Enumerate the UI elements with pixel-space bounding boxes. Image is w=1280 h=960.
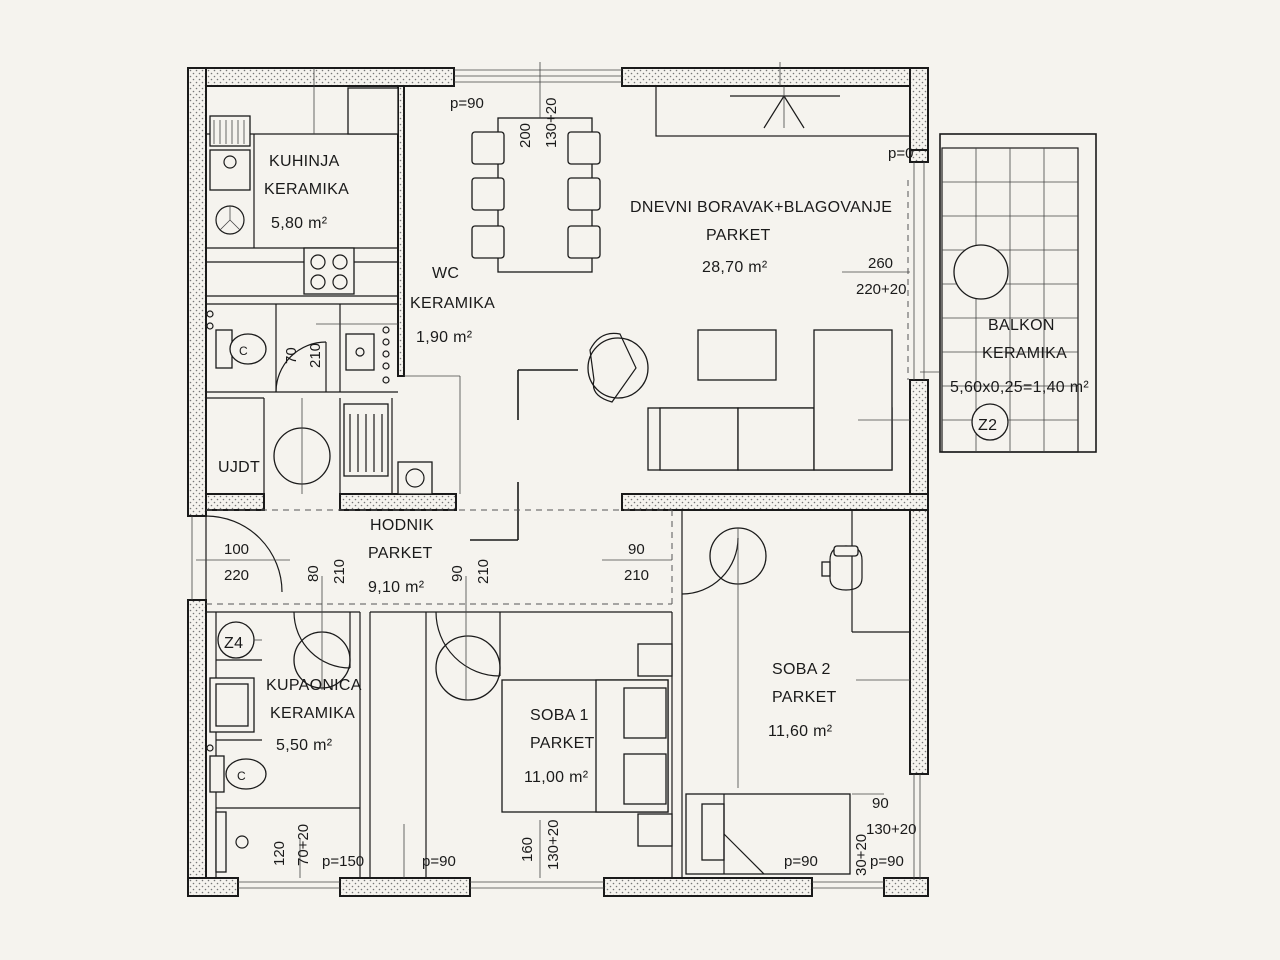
dim-p150: p=150 bbox=[322, 853, 364, 870]
z2-label: Z2 bbox=[978, 417, 997, 434]
dim-entry-b: 220 bbox=[224, 567, 249, 584]
dim-p90-hall: p=90 bbox=[422, 853, 456, 870]
hodnik-floor: PARKET bbox=[368, 545, 433, 562]
ujdt-label: UJDT bbox=[218, 459, 260, 476]
z4-label: Z4 bbox=[224, 635, 243, 652]
balkon-area: 5,60x0,25=1,40 m² bbox=[950, 379, 1089, 396]
kitchen-fixtures bbox=[206, 68, 399, 297]
dim-p90-soba2: p=90 bbox=[784, 853, 818, 870]
kuhinja-floor: KERAMIKA bbox=[264, 181, 349, 198]
dim-win-top-a: 200 bbox=[517, 123, 534, 148]
dim-bath-win-b: 70+20 bbox=[295, 824, 312, 866]
dim-win-top-b: 130+20 bbox=[543, 98, 560, 148]
wc-name: WC bbox=[432, 265, 459, 282]
dim-soba2-door-a: 90 bbox=[628, 541, 645, 558]
walls bbox=[187, 67, 929, 897]
dim-soba2-win-a: 90 bbox=[872, 795, 889, 812]
dim-bath-door-a: 80 bbox=[305, 565, 322, 582]
wc-fixtures: C bbox=[206, 303, 398, 399]
soba2-area: 11,60 m² bbox=[768, 723, 833, 740]
soba2-floor: PARKET bbox=[772, 689, 837, 706]
balkon-floor: KERAMIKA bbox=[982, 345, 1067, 362]
kupaonica-name: KUPAONICA bbox=[266, 677, 362, 694]
svg-text:C: C bbox=[237, 769, 246, 783]
dim-soba1-door-b: 210 bbox=[475, 559, 492, 584]
balkon-name: BALKON bbox=[988, 317, 1055, 334]
dnevni-area: 28,70 m² bbox=[702, 259, 768, 276]
dim-wc-door-a: 70 bbox=[283, 347, 300, 364]
kuhinja-name: KUHINJA bbox=[269, 153, 340, 170]
dim-soba1-win-a: 160 bbox=[519, 837, 536, 862]
bedroom2-fixtures bbox=[681, 510, 910, 878]
balcony bbox=[939, 133, 1097, 453]
kupaonica-area: 5,50 m² bbox=[276, 737, 333, 754]
dim-soba2-door-b: 210 bbox=[624, 567, 649, 584]
dim-entry-a: 100 bbox=[224, 541, 249, 558]
living-furniture bbox=[470, 62, 940, 541]
tag-z2 bbox=[971, 403, 1009, 441]
soba1-area: 11,00 m² bbox=[524, 769, 589, 786]
utility-area bbox=[263, 375, 461, 495]
dim-soba1-door-a: 90 bbox=[449, 565, 466, 582]
wc-area: 1,90 m² bbox=[416, 329, 473, 346]
kuhinja-area: 5,80 m² bbox=[271, 215, 328, 232]
svg-text:C: C bbox=[239, 344, 248, 358]
dim-wc-door-b: 210 bbox=[307, 343, 324, 368]
bathroom-fixtures: C bbox=[206, 576, 361, 878]
dim-p90-top: p=90 bbox=[450, 95, 484, 112]
soba1-floor: PARKET bbox=[530, 735, 595, 752]
wc-floor: KERAMIKA bbox=[410, 295, 495, 312]
dimension-labels: p=90 200 130+20 p=0 260 220+20 70 210 10… bbox=[224, 95, 916, 876]
dim-p0: p=0 bbox=[888, 145, 913, 162]
kupaonica-floor: KERAMIKA bbox=[270, 705, 355, 722]
dim-bath-door-b: 210 bbox=[331, 559, 348, 584]
dnevni-name: DNEVNI BORAVAK+BLAGOVANJE bbox=[630, 199, 892, 216]
dim-bath-win-a: 120 bbox=[271, 841, 288, 866]
dim-soba2-win-c: 30+20 bbox=[853, 834, 870, 876]
dim-balcony-door-b: 220+20 bbox=[856, 281, 906, 298]
room-labels: KUHINJA KERAMIKA 5,80 m² WC KERAMIKA 1,9… bbox=[218, 153, 1089, 786]
dnevni-floor: PARKET bbox=[706, 227, 771, 244]
soba2-name: SOBA 2 bbox=[772, 661, 831, 678]
windows bbox=[191, 69, 925, 889]
hallway bbox=[196, 509, 673, 605]
dim-soba2-win-b: 130+20 bbox=[866, 821, 916, 838]
hodnik-name: HODNIK bbox=[370, 517, 434, 534]
dim-soba1-win-b: 130+20 bbox=[545, 820, 562, 870]
hodnik-area: 9,10 m² bbox=[368, 579, 425, 596]
balcony-table bbox=[953, 244, 1009, 300]
soba1-name: SOBA 1 bbox=[530, 707, 589, 724]
dim-balcony-door-a: 260 bbox=[868, 255, 893, 272]
bedroom1-fixtures bbox=[369, 576, 673, 878]
dim-p90-right: p=90 bbox=[870, 853, 904, 870]
